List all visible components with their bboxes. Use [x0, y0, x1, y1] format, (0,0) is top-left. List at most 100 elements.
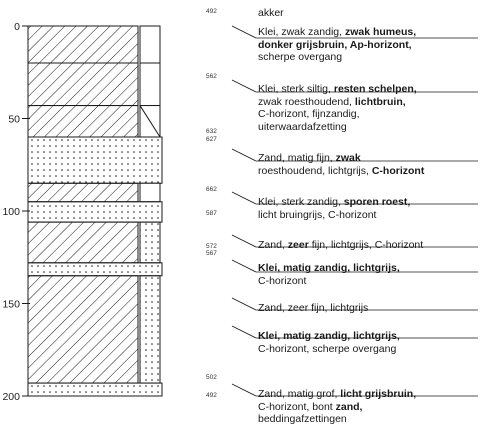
- description-line: Klei, zwak zandig, zwak humeus,: [258, 26, 416, 39]
- description-text: donker grijsbruin, Ap-horizont,: [258, 38, 412, 51]
- level-label: 632: [206, 128, 217, 135]
- description-line: roesthoudend, lichtgrijs, C-horizont: [258, 165, 424, 178]
- description-text: lichtbruin,: [354, 95, 406, 108]
- clay-layer: [27, 62, 139, 107]
- description-text: Zand, matig fijn,: [258, 152, 336, 164]
- sand-layer: [27, 382, 163, 397]
- description-line: C-horizont, scherpe overgang: [258, 343, 400, 356]
- description-line: Klei, matig zandig, lichtgrijs,: [258, 330, 400, 343]
- clay-layer: [27, 182, 139, 203]
- connector-line: [231, 79, 257, 93]
- description-text: C-horizont, scherpe overgang: [258, 342, 397, 355]
- level-label: 627: [206, 136, 217, 143]
- description-line: zwak roesthoudend, lichtbruin,: [258, 96, 417, 109]
- layer-description: Klei, sterk zandig, sporen roest,licht b…: [258, 196, 410, 221]
- description-line: akker: [258, 7, 284, 20]
- description-text: C-horizont, fijnzandig,: [258, 108, 360, 120]
- level-label: 562: [206, 73, 217, 80]
- description-text: Klei, matig zandig, lichtgrijs,: [258, 262, 400, 274]
- sub-strip: [139, 62, 161, 107]
- description-line: donker grijsbruin, Ap-horizont,: [258, 39, 416, 52]
- description-line: Klei, sterk siltig, resten schelpen,: [258, 83, 417, 96]
- layer-description: Klei, zwak zandig, zwak humeus,donker gr…: [258, 26, 416, 64]
- description-text: C-horizont, bont: [258, 400, 336, 413]
- sub-strip: [139, 25, 161, 64]
- description-text: zeer: [287, 239, 309, 251]
- description-line: Zand, zeer fijn, lichtgrijs, C-horizont: [258, 239, 423, 252]
- connector-line: [231, 325, 257, 339]
- connector-line: [231, 259, 257, 273]
- axis-tick-label: 200: [2, 391, 20, 403]
- description-text: Klei, sterk zandig,: [258, 196, 344, 208]
- description-line: Klei, matig zandig, lichtgrijs,: [258, 262, 400, 275]
- layer-description: Zand, zeer fijn, lichtgrijs: [258, 302, 368, 315]
- level-label: 662: [206, 186, 217, 193]
- connector-line: [231, 191, 257, 205]
- description-line: scherpe overgang: [258, 51, 416, 64]
- level-label: 572: [206, 243, 217, 250]
- description-text: Zand, zeer fijn, lichtgrijs: [258, 302, 369, 314]
- description-line: Klei, sterk zandig, sporen roest,: [258, 196, 410, 209]
- description-line: C-horizont, fijnzandig,: [258, 108, 417, 121]
- description-text: Klei, sterk siltig,: [258, 83, 334, 95]
- description-text: beddingafzettingen: [258, 413, 347, 425]
- description-text: Klei, matig zandig, lichtgrijs,: [258, 330, 400, 342]
- description-text: C-horizont: [371, 164, 425, 177]
- description-line: uiterwaardafzetting: [258, 121, 417, 134]
- sand-layer: [27, 201, 163, 223]
- clay-layer: [27, 221, 139, 264]
- description-text: Klei, zwak zandig,: [258, 26, 345, 38]
- axis-tick-label: 50: [8, 114, 20, 126]
- description-text: fijn, lichtgrijs, C-horizont: [308, 239, 424, 251]
- description-line: beddingafzettingen: [258, 413, 416, 426]
- description-text: zwak roesthoudend,: [258, 95, 355, 108]
- description-line: licht bruingrijs, C-horizont: [258, 209, 410, 222]
- level-label: 502: [206, 374, 217, 381]
- description-text: akker: [258, 7, 284, 19]
- description-line: Zand, matig grof, licht grijsbruin,: [258, 388, 416, 401]
- layer-description: Klei, matig zandig, lichtgrijs,C-horizon…: [258, 262, 400, 287]
- description-text: zand,: [335, 400, 363, 413]
- connector-line: [231, 148, 257, 162]
- description-text: zwak: [335, 152, 361, 164]
- description-text: licht bruingrijs, C-horizont: [258, 208, 377, 221]
- description-text: resten schelpen,: [333, 83, 417, 95]
- sub-strip: [139, 275, 161, 384]
- description-text: licht grijsbruin,: [340, 388, 417, 400]
- sub-strip: [139, 182, 161, 203]
- layer-connectors: [231, 25, 478, 397]
- description-line: Zand, zeer fijn, lichtgrijs: [258, 302, 368, 315]
- description-text: uiterwaardafzetting: [258, 120, 347, 133]
- sub-strip: [139, 221, 161, 264]
- description-text: C-horizont: [258, 274, 307, 287]
- clay-layer: [27, 275, 139, 384]
- description-text: scherpe overgang: [258, 51, 343, 63]
- connector-line: [231, 25, 257, 39]
- plough-mark: [139, 105, 161, 138]
- axis-tick-label: 0: [14, 21, 20, 33]
- description-line: C-horizont: [258, 275, 400, 288]
- profile-column: [27, 25, 163, 397]
- sand-layer: [27, 136, 163, 184]
- description-line: C-horizont, bont zand,: [258, 401, 416, 414]
- description-line: Zand, matig fijn, zwak: [258, 152, 424, 165]
- description-text: Zand, matig grof,: [258, 388, 341, 400]
- level-label: 492: [206, 392, 217, 399]
- layer-description: Zand, zeer fijn, lichtgrijs, C-horizont: [258, 239, 423, 252]
- layer-description: Klei, sterk siltig, resten schelpen,zwak…: [258, 83, 417, 133]
- sand-layer: [27, 262, 163, 277]
- layer-description: akker: [258, 7, 284, 20]
- level-label: 567: [206, 250, 217, 257]
- description-text: Zand,: [258, 239, 288, 251]
- axis-tick-label: 100: [2, 206, 20, 218]
- clay-layer: [27, 105, 139, 138]
- connector-line: [231, 383, 257, 397]
- description-text: roesthoudend, lichtgrijs,: [258, 164, 372, 177]
- description-text: sporen roest,: [343, 196, 411, 208]
- level-label: 492: [206, 8, 217, 15]
- layer-description: Klei, matig zandig, lichtgrijs,C-horizon…: [258, 330, 400, 355]
